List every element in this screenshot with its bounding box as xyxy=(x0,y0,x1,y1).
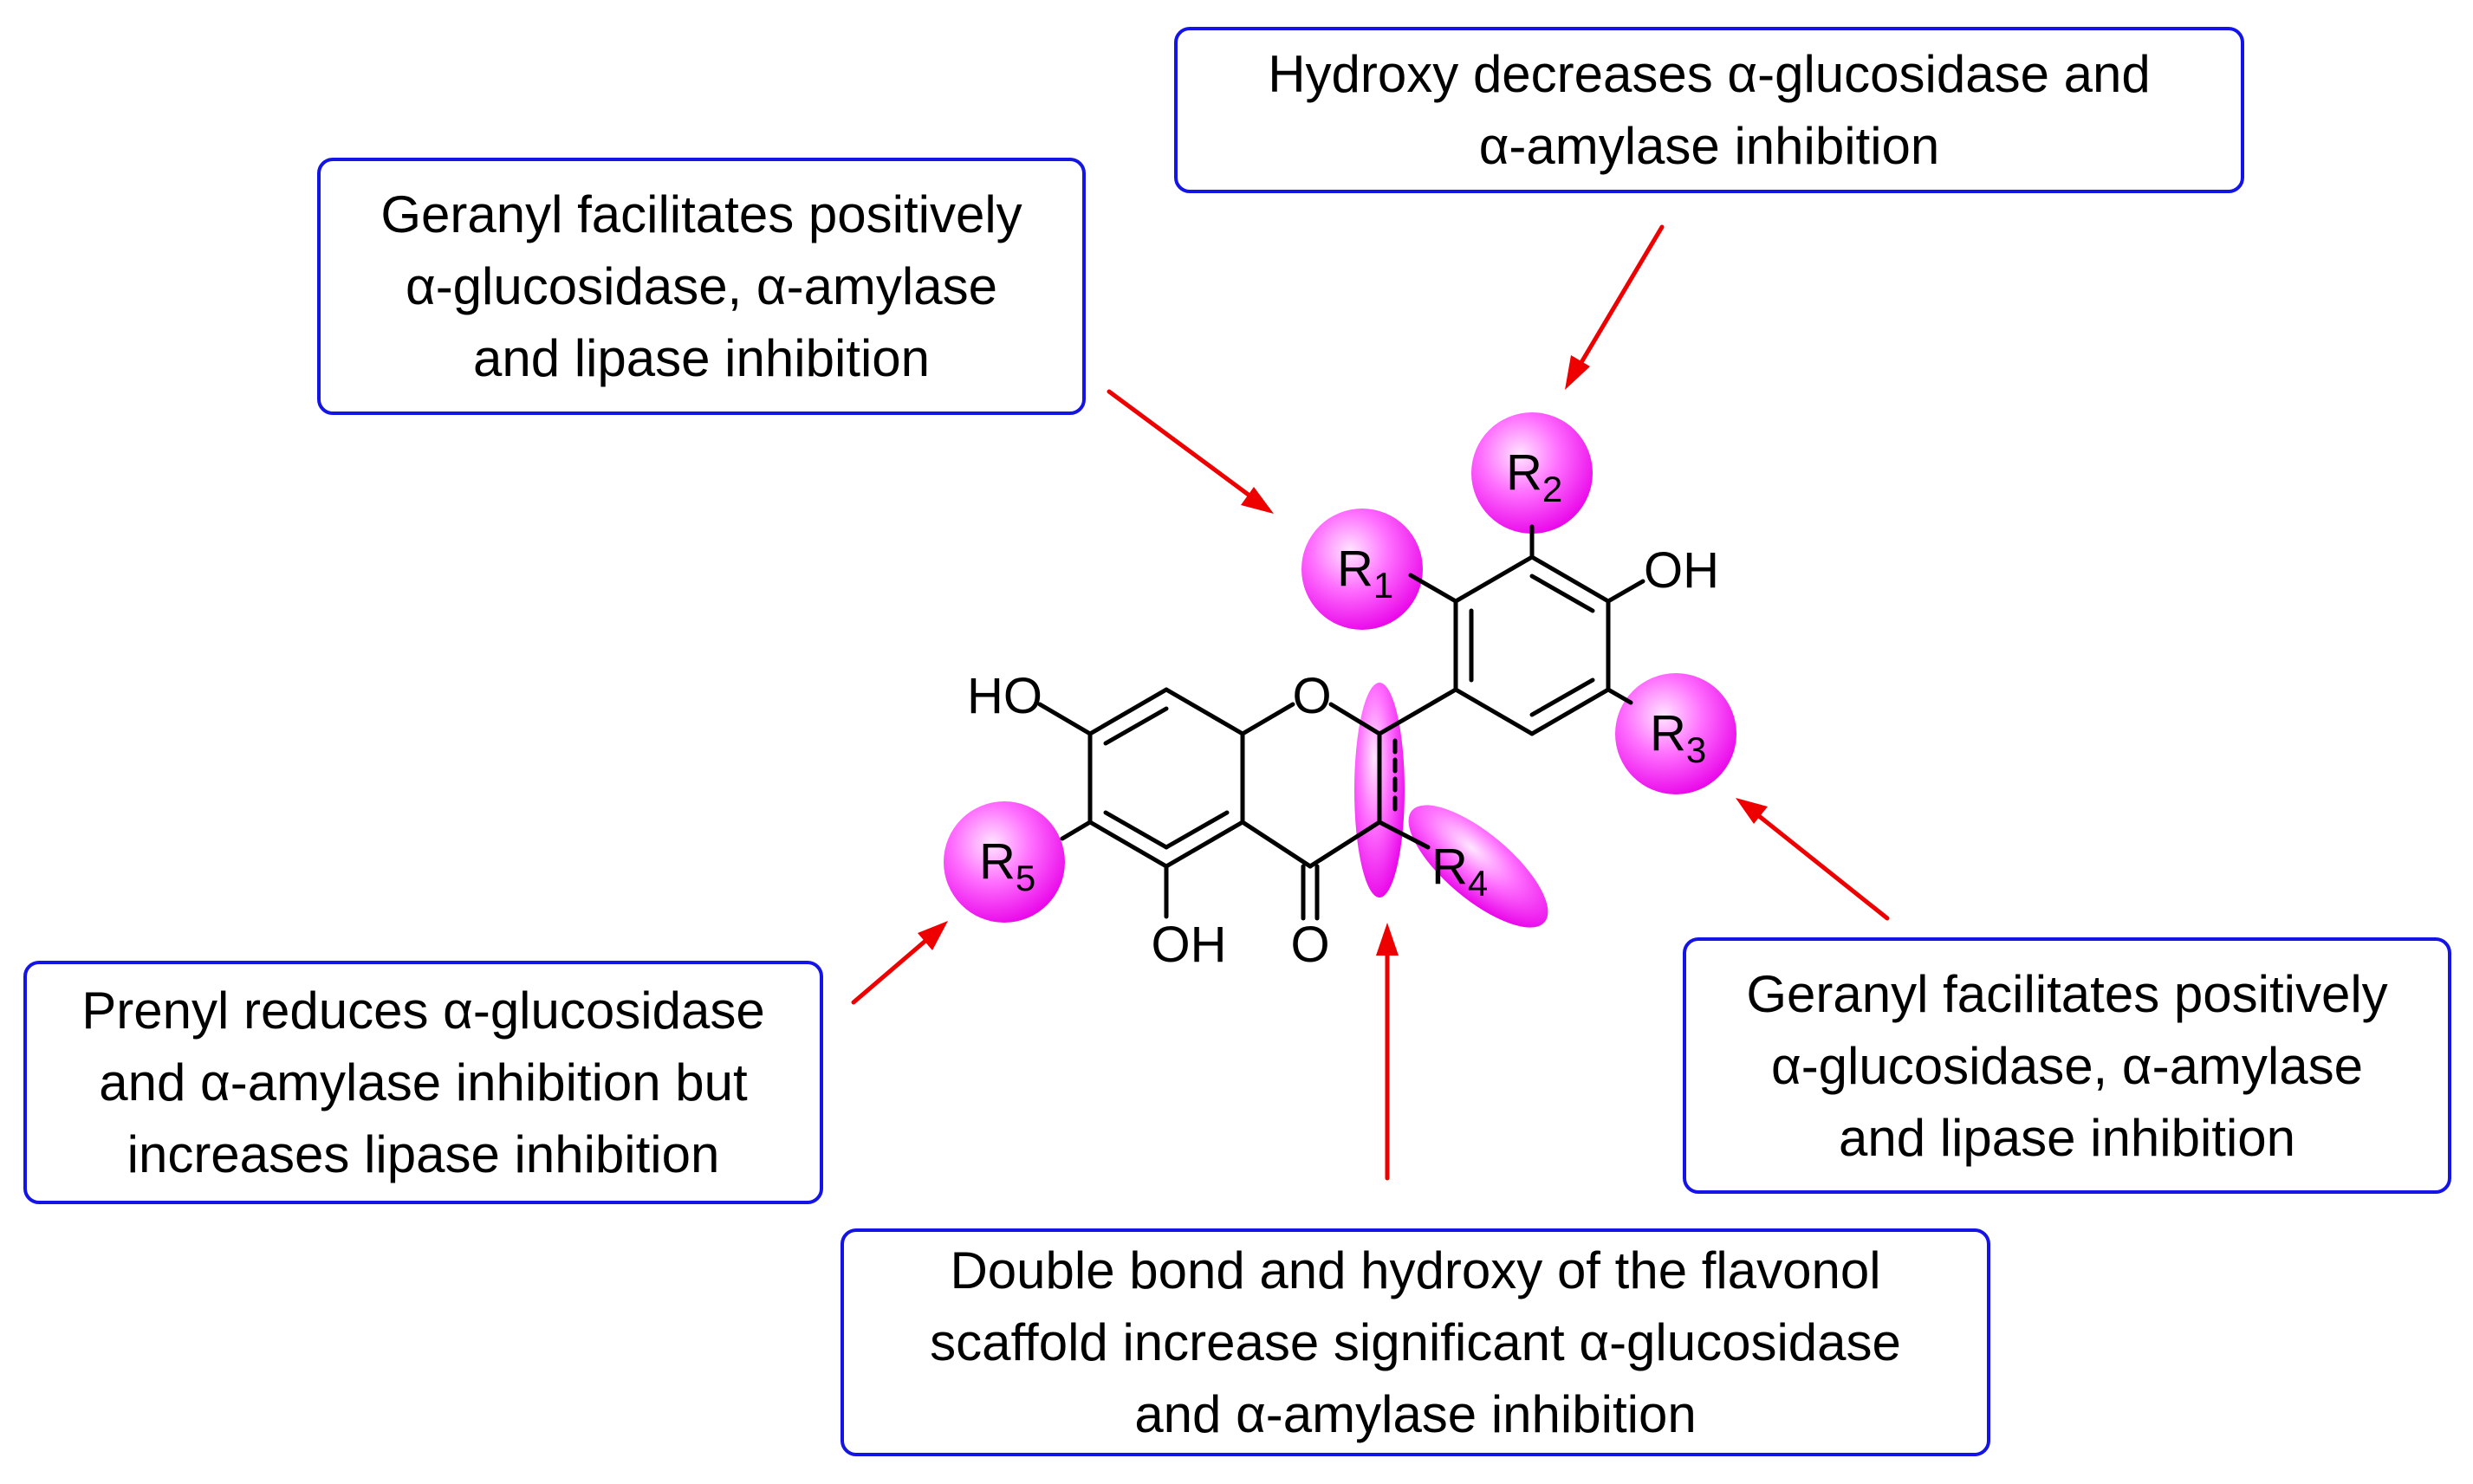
note-geranyl-r3: Geranyl facilitates positively α-glucosi… xyxy=(1683,937,2451,1194)
arrow-double-bond xyxy=(1376,923,1399,1181)
r4-highlight xyxy=(1408,805,1548,928)
r5-label: R5 xyxy=(979,833,1035,898)
note-line: α-amylase inhibition xyxy=(1478,117,1940,175)
arrow-prenyl xyxy=(851,921,948,1005)
note-line: and α-amylase inhibition xyxy=(1134,1385,1697,1443)
ring-oxygen-label: O xyxy=(1292,668,1331,724)
r5-highlight xyxy=(944,801,1065,923)
note-line: Hydroxy decreases α-glucosidase and xyxy=(1268,45,2151,103)
r3-highlight xyxy=(1615,673,1736,794)
carbonyl-oxygen-label: O xyxy=(1290,917,1329,973)
note-line: Geranyl facilitates positively xyxy=(380,185,1022,243)
r2-label: R2 xyxy=(1506,444,1562,509)
note-line: α-glucosidase, α-amylase xyxy=(406,257,997,315)
note-line: increases lipase inhibition xyxy=(127,1125,720,1183)
r1-label: R1 xyxy=(1337,541,1393,606)
note-line: and lipase inhibition xyxy=(1838,1108,2296,1167)
note-line: and α-amylase inhibition but xyxy=(99,1053,748,1111)
annotation-arrows xyxy=(851,224,1890,1181)
r1-highlight xyxy=(1301,509,1423,630)
r3-label: R3 xyxy=(1650,705,1706,770)
note-line: Geranyl facilitates positively xyxy=(1746,964,2388,1023)
molecule-bonds xyxy=(1037,524,1645,921)
substituent-labels: R1 R2 R3 R4 R5 xyxy=(979,444,1706,904)
note-hydroxy: Hydroxy decreases α-glucosidase and α-am… xyxy=(1174,27,2244,193)
note-line: Prenyl reduces α-glucosidase xyxy=(81,982,765,1040)
note-line: scaffold increase significant α-glucosid… xyxy=(930,1313,1901,1371)
arrow-geranyl-r1 xyxy=(1107,389,1274,514)
note-line: α-glucosidase, α-amylase xyxy=(1771,1036,2363,1095)
note-double-bond: Double bond and hydroxy of the flavonol … xyxy=(841,1228,1990,1456)
note-prenyl: Prenyl reduces α-glucosidase and α-amyla… xyxy=(23,961,823,1204)
arrow-hydroxy xyxy=(1565,224,1665,390)
ho-a-ring-label: HO xyxy=(967,668,1042,724)
arrow-geranyl-r3 xyxy=(1736,798,1890,921)
molecule-atoms: HO O OH O OH xyxy=(967,542,1719,973)
oh-a-ring-label: OH xyxy=(1152,917,1227,973)
note-line: Double bond and hydroxy of the flavonol xyxy=(950,1241,1881,1299)
note-line: and lipase inhibition xyxy=(472,329,931,387)
note-geranyl-r1: Geranyl facilitates positively α-glucosi… xyxy=(317,158,1086,415)
r2-highlight xyxy=(1471,412,1593,534)
r4-label: R4 xyxy=(1431,839,1488,904)
oh-b-ring-label: OH xyxy=(1644,542,1719,599)
